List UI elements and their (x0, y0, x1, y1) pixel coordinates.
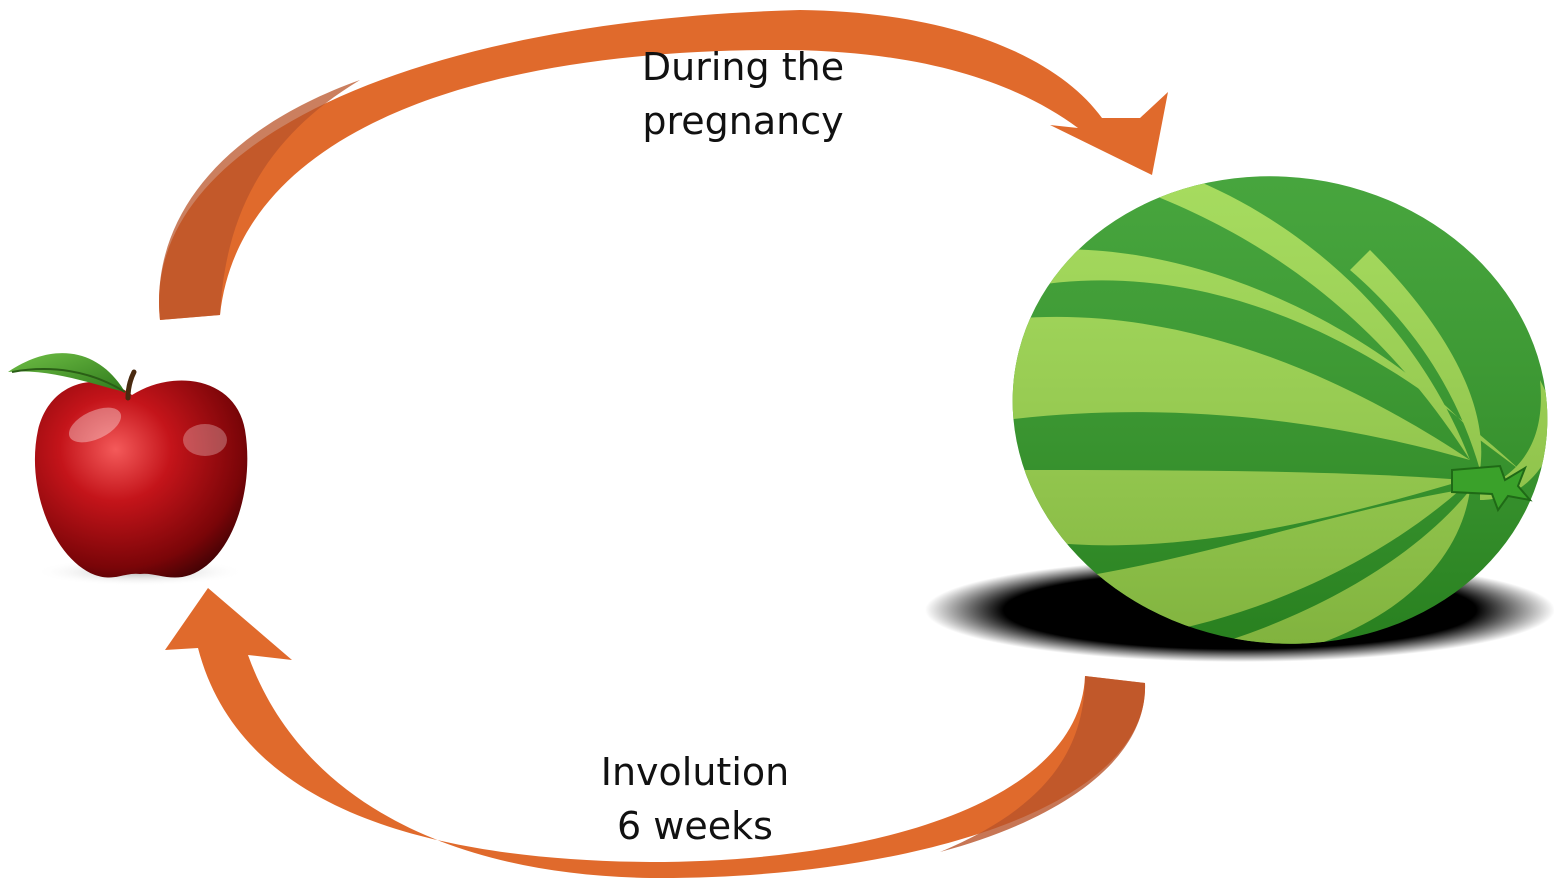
caption-top-line1: During the (600, 40, 886, 94)
caption-top-line2: pregnancy (600, 94, 886, 148)
caption-involution: Involution 6 weeks (560, 745, 830, 853)
caption-bottom-line2: 6 weeks (560, 799, 830, 853)
apple-icon (8, 353, 247, 586)
watermelon-icon (925, 142, 1554, 678)
caption-bottom-line1: Involution (560, 745, 830, 799)
caption-during-pregnancy: During the pregnancy (600, 40, 886, 148)
